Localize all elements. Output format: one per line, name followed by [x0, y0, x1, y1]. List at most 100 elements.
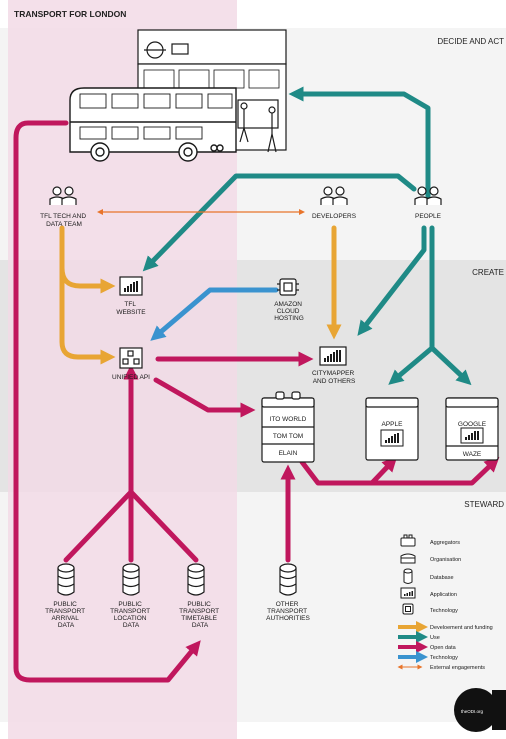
db-timetable-label-2: TRANSPORT [179, 608, 219, 615]
legend-flow-technology: Technology [398, 651, 458, 663]
google-label: GOOGLE [458, 421, 487, 428]
db-location-label-3: LOCATION [114, 615, 147, 622]
db-other-label-1: OTHER [276, 601, 299, 608]
svg-text:TFL TECH AND DATA TEAM: TFL TECH AND DATA TEAM [40, 213, 88, 228]
amazon-label-2: CLOUD [277, 308, 300, 315]
dev-flow-team-to-api [59, 265, 116, 365]
band-label-steward: STEWARD [464, 500, 504, 509]
aggregator-icon [261, 391, 315, 463]
citymapper-label-2: AND OTHERS [313, 378, 356, 385]
database-icon [187, 563, 205, 596]
db-other-node: OTHER TRANSPORT AUTHORITIES [266, 563, 311, 622]
open-data-flow-google [369, 456, 500, 486]
db-arrival-label-3: ARRIVAL [52, 615, 80, 622]
svg-text:PUBLIC TRANSPORT A: PUBLIC TRANSPORT ARRIVAL DATA [45, 601, 87, 629]
legend-label: Technology [430, 608, 458, 614]
application-icon [380, 429, 404, 447]
organisation-icon [414, 186, 442, 205]
developers-node: DEVELOPERS [312, 186, 357, 220]
legend: Aggregators Organisation Database Applic… [397, 534, 493, 671]
application-icon [119, 276, 143, 296]
band-label-decide: DECIDE AND ACT [437, 37, 504, 46]
citymapper-label-1: CITYMAPPER [312, 370, 355, 377]
legend-label: Technology [430, 655, 458, 661]
unified-api-node: UNIFIED API [112, 347, 150, 381]
technology-icon [119, 347, 143, 369]
tfl-team-label-1: TFL TECH AND [40, 213, 86, 220]
people-label: PEOPLE [415, 213, 442, 220]
database-icon [403, 568, 413, 584]
db-arrival-label-4: DATA [58, 622, 75, 629]
database-icon [122, 563, 140, 596]
odi-logo: theODI.org [454, 688, 506, 732]
legend-item-application: Application [400, 587, 457, 599]
organisation-container-icon [365, 397, 419, 461]
svg-text:CITYMAPPER AND OTHERS: CITYMAPPER AND OTHERS [312, 370, 356, 385]
tfl-website-label-2: WEBSITE [116, 309, 146, 316]
open-data-flow-timetable [128, 489, 199, 563]
db-timetable-label-3: TIMETABLE [181, 615, 217, 622]
citymapper-node: CITYMAPPER AND OTHERS [312, 346, 356, 385]
aggregator-node: ITO WORLD TOM TOM ELAIN [261, 391, 315, 463]
organisation-icon [49, 186, 77, 205]
header-title: TRANSPORT FOR LONDON [14, 9, 126, 19]
legend-flow-external: External engagements [397, 664, 485, 671]
legend-label: External engagements [430, 665, 485, 671]
legend-label: Use [430, 635, 440, 641]
application-icon [460, 427, 484, 444]
open-data-flow-bus-timetable [13, 120, 201, 683]
legend-flow-open-data: Open data [398, 641, 457, 653]
use-flow-people-to-citymapper [357, 225, 427, 336]
db-location-label-1: PUBLIC [118, 601, 142, 608]
legend-item-organisation: Organisation [400, 553, 461, 564]
use-flow-people-to-website [142, 173, 417, 272]
use-flow-people-to-google [429, 345, 472, 386]
application-icon [400, 587, 416, 599]
svg-text:TFL WEBSITE: TFL WEBSITE [116, 301, 146, 316]
legend-label: Develoement and funding [430, 625, 493, 631]
legend-label: Application [430, 592, 457, 598]
legend-item-aggregators: Aggregators [400, 534, 460, 547]
bus-illustration [69, 87, 237, 162]
tfl-team-node: TFL TECH AND DATA TEAM [40, 186, 88, 228]
db-timetable-label-4: DATA [192, 622, 209, 629]
amazon-label-3: HOSTING [274, 315, 304, 322]
unified-api-label: UNIFIED API [112, 374, 150, 381]
amazon-node: AMAZON CLOUD HOSTING [274, 278, 304, 322]
legend-flow-use: Use [398, 631, 440, 643]
svg-text:OTHER TRANSPORT AU: OTHER TRANSPORT AUTHORITIES [266, 601, 310, 622]
odi-logo-url: theODI.org [461, 709, 484, 714]
waze-label: WAZE [463, 451, 482, 458]
band-label-create: CREATE [472, 268, 504, 277]
technology-flow-amazon-to-api [150, 287, 279, 341]
technology-icon [402, 603, 414, 615]
legend-label: Organisation [430, 557, 461, 563]
apple-node: APPLE [365, 397, 419, 461]
db-location-label-2: TRANSPORT [110, 608, 150, 615]
legend-label: Aggregators [430, 540, 460, 546]
apple-label: APPLE [382, 421, 404, 428]
legend-flow-development: Develoement and funding [398, 621, 493, 633]
svg-text:AMAZON CLOUD HOSTI: AMAZON CLOUD HOSTING [274, 301, 304, 322]
organisation-icon [320, 186, 348, 205]
db-other-label-2: TRANSPORT [267, 608, 307, 615]
google-node: GOOGLE WAZE [445, 397, 499, 461]
aggregator-item: ELAIN [279, 450, 298, 457]
aggregator-icon [400, 534, 416, 547]
db-location-node: PUBLIC TRANSPORT LOCATION DATA [110, 563, 150, 629]
db-location-label-4: DATA [123, 622, 140, 629]
legend-item-database: Database [403, 568, 454, 584]
people-figures-illustration [239, 102, 277, 153]
db-arrival-label-1: PUBLIC [53, 601, 77, 608]
tfl-team-label-2: DATA TEAM [46, 221, 82, 228]
technology-icon [277, 278, 299, 296]
application-icon [319, 346, 347, 366]
open-data-flow-apple [299, 456, 398, 486]
tfl-website-label-1: TFL [124, 301, 136, 308]
tfl-website-node: TFL WEBSITE [116, 276, 146, 316]
organisation-icon [400, 553, 416, 564]
db-arrival-label-2: TRANSPORT [45, 608, 85, 615]
svg-text:PUBLIC TRANSPORT T: PUBLIC TRANSPORT TIMETABLE DATA [179, 601, 221, 629]
